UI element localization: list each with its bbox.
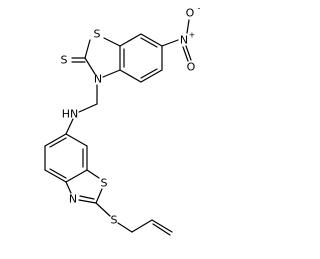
bond-nh-ring2 (65, 118, 74, 135)
bond-c4-c3a (119, 69, 142, 83)
bond-ch-ch2-b (152, 223, 171, 236)
bond-ch2-ch (131, 219, 153, 233)
bond-n3-c3a (102, 69, 121, 78)
atom-s-thione: S (61, 54, 68, 67)
bond-c7a-c7 (119, 33, 142, 47)
atom-n-nitro: N (180, 34, 188, 47)
atom-s-thioether: S (111, 214, 118, 227)
atom-n-ring1: N (94, 73, 102, 86)
atom-o-nitro-bottom: O (187, 61, 196, 74)
molecule-structure-diagram: O - N + O S S N HN S N S (44, 4, 201, 236)
bond-c2-s-thioether (95, 202, 111, 217)
bond-nitro-n-o-top (186, 19, 190, 34)
bond-nitro-n-o-bottom-a (185, 45, 192, 61)
bonds (44, 19, 192, 236)
atom-n-ring2: N (69, 193, 77, 206)
bond-c5-c4-inner (140, 68, 158, 79)
bond-r2-c2-n3 (78, 199, 97, 204)
bond-r2-c3a-c4-inner (49, 168, 67, 179)
atom-labels: O - N + O S S N HN S N S (61, 4, 201, 227)
bond-c2-n3 (84, 57, 96, 75)
bond-r2-s1-c2 (95, 188, 103, 204)
bond-r2-c7a-s1 (86, 169, 100, 179)
atom-o-nitro-top: O (186, 7, 195, 20)
bond-ch-ch2-a (151, 219, 173, 233)
bond-r2-c7a-c3a (65, 169, 88, 183)
bond-r2-c5-c6-inner (49, 137, 67, 148)
bond-c7a-s1 (103, 37, 121, 47)
bond-r2-c3a-c4 (44, 169, 67, 183)
bond-c5-c4 (140, 69, 163, 83)
bond-c7-c6-inner (140, 37, 158, 48)
atom-s-ring2: S (101, 177, 108, 190)
charge-minus: - (198, 4, 201, 13)
bond-s1-c2 (84, 39, 91, 59)
bond-nitro-n-o-bottom-b (182, 46, 189, 62)
bond-r2-n3-c3a (65, 181, 72, 194)
bond-s-ch2 (117, 222, 133, 233)
atom-nh-amine: HN (62, 108, 79, 121)
atom-s-ring1: S (94, 28, 101, 41)
charge-plus: + (189, 31, 196, 40)
bond-c7-c6 (140, 33, 163, 47)
bond-nitro-n-ring (161, 39, 179, 47)
bond-ch2-nh (78, 103, 98, 113)
bond-r2-c5-c6 (44, 133, 67, 147)
bond-r2-c6-c7 (65, 133, 88, 147)
bond-r2-c2-n3-inner (79, 195, 95, 200)
